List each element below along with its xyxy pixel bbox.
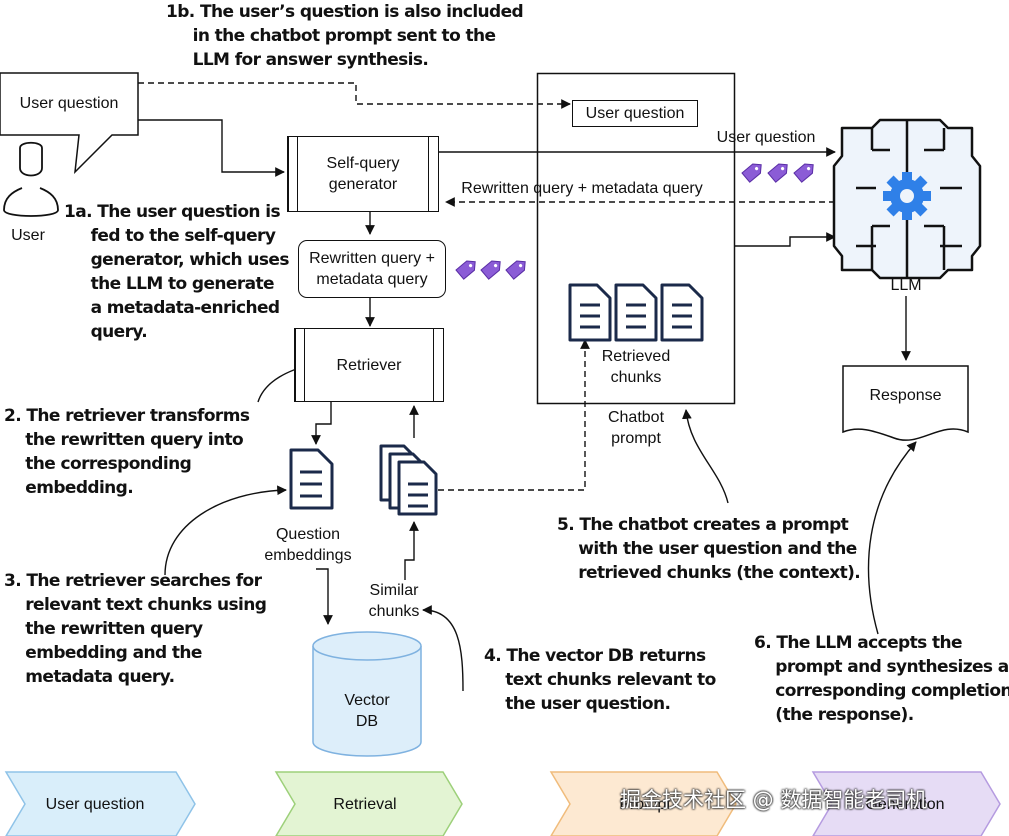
stage-label-prompt: Prompt bbox=[619, 796, 671, 813]
stage-chevron-prompt bbox=[549, 771, 737, 836]
stage-chevron-retrieval bbox=[274, 771, 463, 836]
rewritten-query-box[interactable]: Rewritten query + metadata query bbox=[298, 240, 446, 298]
speech-bubble bbox=[0, 72, 139, 175]
chatbot-prompt-box bbox=[536, 72, 736, 405]
rewritten-query-label: Rewritten query + metadata query bbox=[309, 250, 435, 288]
prompt-user-question-box[interactable]: User question bbox=[572, 100, 698, 127]
prompt-user-question-label: User question bbox=[585, 105, 685, 122]
stage-chevron-generation bbox=[811, 771, 1001, 836]
question-embedding-document-icon bbox=[289, 448, 334, 510]
retriever[interactable]: Retriever bbox=[294, 328, 444, 402]
gear-icon bbox=[883, 172, 931, 220]
response-document bbox=[842, 365, 969, 441]
retrieved-document-icons bbox=[568, 283, 704, 342]
self-query-generator[interactable]: Self-query generator bbox=[287, 136, 439, 212]
chatbot-prompt-label: Chatbot prompt bbox=[607, 409, 665, 447]
edge-rewritten-label: Rewritten query + metadata query bbox=[461, 180, 703, 197]
stage-label-user-question: User question bbox=[45, 796, 145, 813]
note-2: 2. The retriever transforms the rewritte… bbox=[4, 406, 250, 498]
vector-db-cylinder bbox=[312, 631, 422, 757]
stage-label-generation: Generation bbox=[865, 796, 945, 813]
response-label: Response bbox=[869, 387, 942, 404]
retriever-label: Retriever bbox=[336, 356, 402, 374]
self-query-generator-label: Self-query generator bbox=[326, 155, 400, 193]
note-3: 3. The retriever searches for relevant t… bbox=[4, 571, 267, 687]
vector-db-label: Vector DB bbox=[344, 692, 390, 730]
similar-chunks-label: Similar chunks bbox=[368, 582, 420, 620]
note-6: 6. The LLM accepts the prompt and synthe… bbox=[754, 633, 1009, 725]
user-label: User bbox=[11, 227, 45, 244]
note-1b: 1b. The user’s question is also included… bbox=[166, 2, 524, 70]
watermark-text: 掘金技术社区 @ 数据智能老司机 bbox=[620, 788, 928, 812]
question-embeddings-label: Question embeddings bbox=[264, 526, 352, 564]
retrieved-chunks-label: Retrieved chunks bbox=[601, 348, 671, 386]
similar-chunks-document-icon bbox=[379, 444, 438, 516]
note-4: 4. The vector DB returns text chunks rel… bbox=[484, 646, 716, 714]
user-question-bubble-label: User question bbox=[19, 95, 119, 112]
stage-chevron-user bbox=[4, 771, 196, 836]
stage-label-retrieval: Retrieval bbox=[333, 796, 397, 813]
note-5: 5. The chatbot creates a prompt with the… bbox=[557, 515, 861, 583]
user-icon bbox=[3, 141, 59, 217]
llm-label: LLM bbox=[890, 277, 922, 294]
edge-user-question-label: User question bbox=[716, 129, 816, 146]
note-1a: 1a. The user question is fed to the self… bbox=[64, 202, 289, 342]
metadata-tags-icon-2 bbox=[455, 260, 526, 280]
metadata-tags-icon-1 bbox=[741, 163, 814, 183]
